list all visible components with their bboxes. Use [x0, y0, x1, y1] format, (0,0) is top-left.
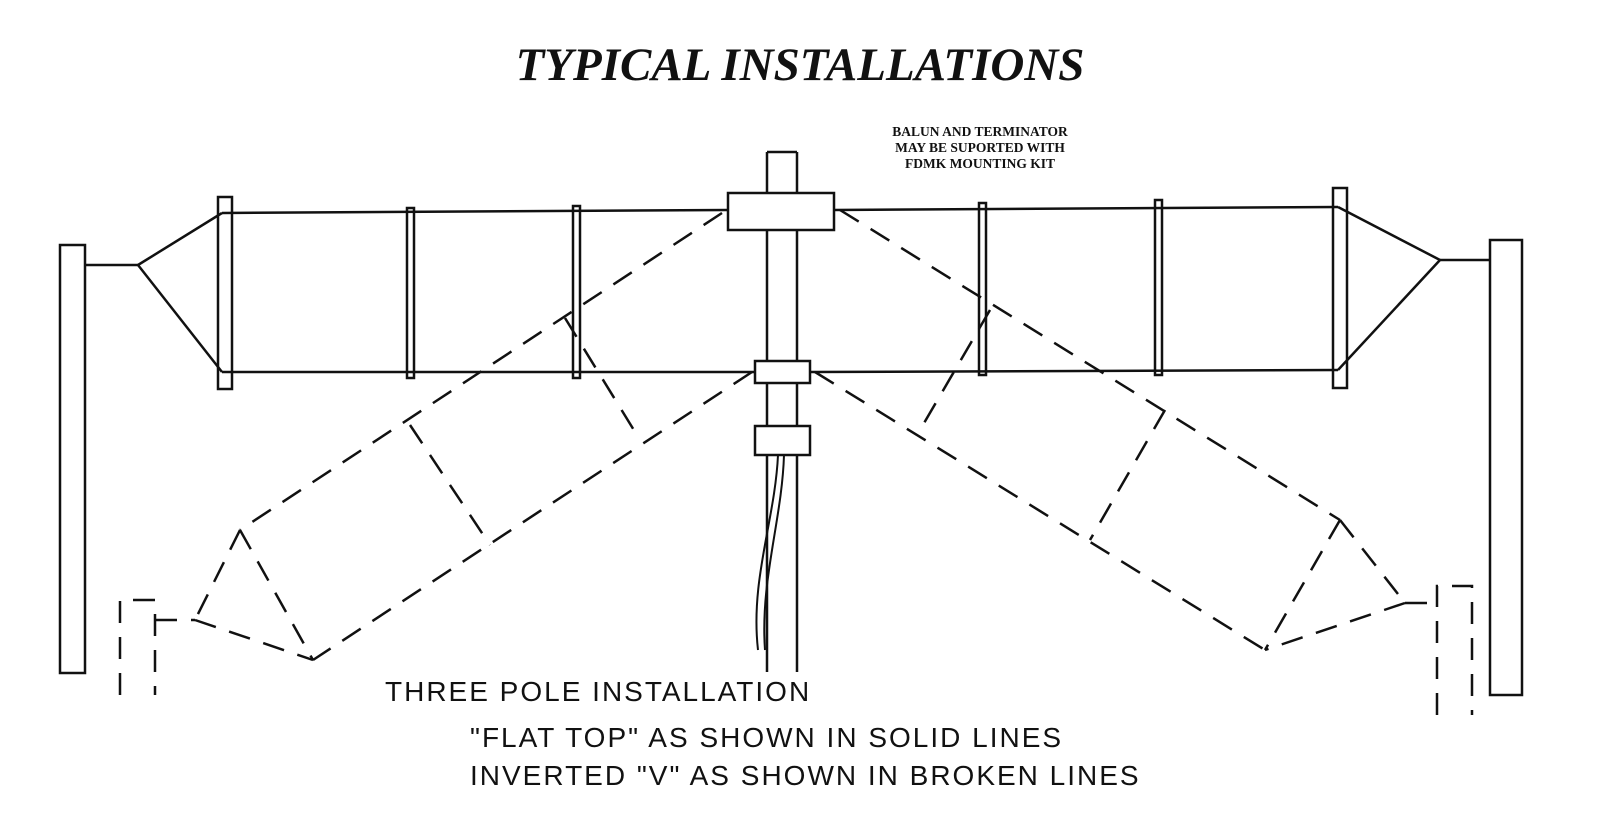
short-pole-right: [1435, 584, 1474, 715]
end-spreader: [216, 195, 234, 391]
caption-heading: THREE POLE INSTALLATION: [385, 676, 812, 707]
right-pole: [1488, 238, 1524, 697]
mount-clamp: [753, 424, 812, 457]
spreader: [571, 204, 582, 380]
diagram-title: TYPICAL INSTALLATIONS: [515, 39, 1085, 91]
note-line: BALUN AND TERMINATOR: [892, 124, 1068, 139]
end-spreader: [1331, 186, 1349, 390]
flat-top-antenna: [85, 186, 1490, 391]
spreader: [405, 206, 416, 380]
note-line: FDMK MOUNTING KIT: [905, 156, 1055, 171]
terminator-box: [753, 359, 812, 385]
inverted-v-antenna: [118, 208, 1474, 715]
spreader: [1153, 198, 1164, 377]
short-pole-left: [118, 598, 157, 695]
caption-line-flat-top: "FLAT TOP" AS SHOWN IN SOLID LINES: [470, 722, 1064, 753]
feed-cable: [755, 454, 785, 651]
caption-line-inverted-v: INVERTED "V" AS SHOWN IN BROKEN LINES: [470, 760, 1141, 791]
balun-box: [726, 191, 836, 232]
spreader: [977, 201, 988, 377]
note-line: MAY BE SUPORTED WITH: [895, 140, 1065, 155]
balun-note: BALUN AND TERMINATOR MAY BE SUPORTED WIT…: [830, 124, 1130, 172]
left-pole: [58, 243, 87, 675]
